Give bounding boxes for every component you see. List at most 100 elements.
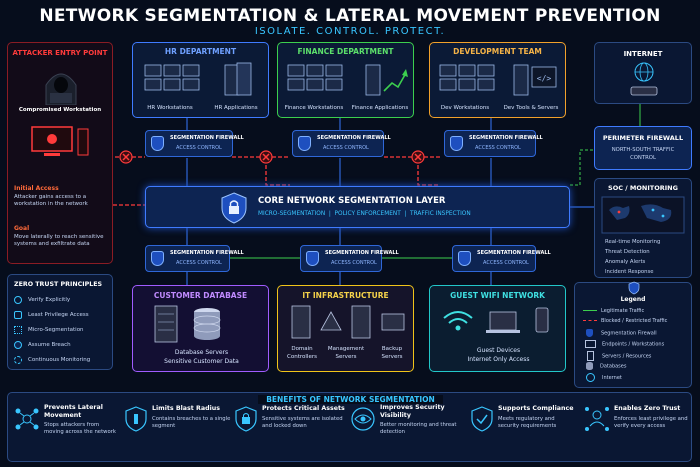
- benefit-enables-zero-trust: Enables Zero Trust Enforces least privil…: [584, 404, 690, 456]
- legend-title: Legend: [620, 296, 646, 303]
- code-server-icon: </>: [513, 64, 557, 96]
- segmentation-firewall-it: SEGMENTATION FIREWALL ACCESS CONTROL: [300, 245, 399, 272]
- shield-icon: [628, 281, 640, 295]
- workstations-icon: [144, 64, 200, 91]
- guest-wifi-network: GUEST WIFI NETWORK Guest Devices Interne…: [429, 285, 566, 372]
- segmentation-firewall-finance: SEGMENTATION FIREWALL ACCESS CONTROL: [292, 130, 391, 157]
- grid-icon: [14, 326, 22, 334]
- zero-trust-panel: ZERO TRUST PRINCIPLES Verify Explicitly …: [7, 274, 113, 370]
- customer-line2: Sensitive Customer Data: [164, 358, 239, 365]
- soc-item-monitoring: Real-time Monitoring: [605, 239, 661, 245]
- goal-title: Goal: [14, 225, 30, 232]
- segmentation-firewall-dev: SEGMENTATION FIREWALL ACCESS CONTROL: [444, 130, 543, 157]
- workstations-icon: [287, 64, 343, 91]
- dev-tools-label: Dev Tools & Servers: [503, 105, 559, 111]
- soc-item-threat: Threat Detection: [605, 249, 650, 255]
- benefit-improves-visibility: Improves Security Visibility Better moni…: [350, 404, 462, 456]
- core-segmentation-layer: CORE NETWORK SEGMENTATION LAYER MICRO-SE…: [145, 186, 570, 228]
- compromised-workstation-icon: [31, 126, 89, 156]
- legend-panel: Legend Legitimate Traffic Blocked / Rest…: [574, 281, 692, 388]
- network-nodes-icon: [15, 408, 39, 430]
- shield-icon: [151, 136, 164, 151]
- legend-item-internet: Internet: [583, 373, 622, 382]
- benefit-limits-blast-radius: Limits Blast Radius Contains breaches to…: [124, 404, 234, 456]
- finance-applications-label: Finance Applications: [351, 105, 409, 111]
- lock-icon: [14, 311, 22, 319]
- customer-database: CUSTOMER DATABASE Database Servers Sensi…: [132, 285, 269, 372]
- lock-shield-icon: [235, 406, 257, 432]
- shield-icon: [458, 251, 471, 266]
- perimeter-title: PERIMETER FIREWALL: [602, 134, 684, 142]
- it-controllers-label: Controllers: [287, 354, 317, 360]
- globe-icon: [586, 373, 595, 382]
- hr-applications-label: HR Applications: [214, 105, 258, 111]
- guest-line2: Internet Only Access: [467, 356, 530, 363]
- perimeter-desc: NORTH-SOUTH TRAFFIC CONTROL: [611, 147, 675, 161]
- legend-item-firewall: Segmentation Firewall: [583, 329, 657, 337]
- segmentation-firewall-customer: SEGMENTATION FIREWALL ACCESS CONTROL: [145, 245, 244, 272]
- globe-router-icon: [630, 62, 658, 96]
- legend-item-servers: Servers / Resources: [583, 351, 651, 361]
- customer-title: CUSTOMER DATABASE: [153, 291, 248, 300]
- shield-icon: [586, 329, 593, 337]
- page-title: NETWORK SEGMENTATION & LATERAL MOVEMENT …: [39, 6, 661, 26]
- shield-lock-icon: [221, 192, 247, 224]
- shield-icon: [306, 251, 319, 266]
- finance-title: FINANCE DEPARTMENT: [297, 47, 394, 56]
- core-features: MICRO-SEGMENTATION | POLICY ENFORCEMENT …: [258, 211, 471, 217]
- legend-item-blocked: Blocked / Restricted Traffic: [583, 318, 667, 324]
- shield-icon: [298, 136, 311, 151]
- guest-line1: Guest Devices: [476, 347, 521, 354]
- world-map-monitor-icon: [601, 196, 685, 234]
- segmentation-firewall-hr: SEGMENTATION FIREWALL ACCESS CONTROL: [145, 130, 244, 157]
- it-infrastructure: IT INFRASTRUCTURE Domain Controllers Man…: [277, 285, 414, 372]
- hacker-icon: [45, 73, 77, 105]
- attacker-panel: ATTACKER ENTRY POINT Compromised Worksta…: [7, 42, 113, 264]
- workstation-label: Compromised Workstation: [18, 107, 102, 113]
- blocked-markers: [119, 150, 425, 164]
- it-title: IT INFRASTRUCTURE: [302, 291, 389, 300]
- initial-access-desc: Attacker gains access to a workstation i…: [14, 194, 88, 207]
- guest-title: GUEST WIFI NETWORK: [450, 291, 545, 300]
- customer-line1: Database Servers: [174, 349, 229, 356]
- it-backup-label: Backup: [381, 346, 403, 352]
- core-title: CORE NETWORK SEGMENTATION LAYER: [258, 196, 446, 206]
- soc-title: SOC / MONITORING: [608, 184, 678, 192]
- database-servers-icon: [154, 305, 221, 343]
- shield-icon: [151, 251, 164, 266]
- hr-department: HR DEPARTMENT HR Workstations HR Applica…: [132, 42, 269, 118]
- benefit-supports-compliance: Supports Compliance Meets regulatory and…: [470, 404, 576, 456]
- servers-icon: [224, 62, 252, 96]
- finance-apps-icon: [365, 64, 408, 96]
- hr-title: HR DEPARTMENT: [164, 47, 237, 56]
- it-servers-icon: [291, 305, 405, 339]
- dev-workstations-label: Dev Workstations: [440, 105, 490, 111]
- it-management-label: Management: [327, 346, 365, 352]
- server-icon: [587, 351, 594, 361]
- soc-item-incident: Incident Response: [605, 269, 654, 275]
- user-network-icon: [585, 407, 609, 431]
- soc-monitoring-panel: SOC / MONITORING Real-time Monitoring Th…: [594, 178, 692, 278]
- dev-title: DEVELOPMENT TEAM: [453, 47, 542, 56]
- badge-check-icon: [471, 406, 493, 432]
- workstations-icon: [439, 64, 495, 91]
- initial-access-title: Initial Access: [14, 185, 59, 192]
- it-backup-servers-label: Servers: [381, 354, 403, 360]
- benefits-title: BENEFITS OF NETWORK SEGMENTATION: [258, 395, 443, 404]
- development-team: DEVELOPMENT TEAM </> Dev Workstations De…: [429, 42, 566, 118]
- goal-desc: Move laterally to reach sensitive system…: [14, 234, 104, 247]
- benefit-prevents-lateral-movement: Prevents Lateral Movement Stops attacker…: [14, 404, 120, 456]
- database-icon: [586, 362, 593, 370]
- legend-item-legit: Legitimate Traffic: [583, 308, 644, 314]
- eye-icon: [351, 407, 375, 431]
- it-domain-label: Domain: [291, 346, 313, 352]
- finance-workstations-label: Finance Workstations: [284, 105, 344, 111]
- perimeter-firewall: PERIMETER FIREWALL NORTH-SOUTH TRAFFIC C…: [594, 126, 692, 170]
- soc-item-anomaly: Anomaly Alerts: [605, 259, 646, 265]
- legend-item-endpoints: Endpoints / Workstations: [583, 340, 664, 348]
- legend-item-databases: Databases: [583, 362, 626, 370]
- shield-icon: [14, 341, 22, 349]
- check-icon: [14, 296, 22, 304]
- refresh-icon: [14, 356, 22, 364]
- shield-icon: [450, 136, 463, 151]
